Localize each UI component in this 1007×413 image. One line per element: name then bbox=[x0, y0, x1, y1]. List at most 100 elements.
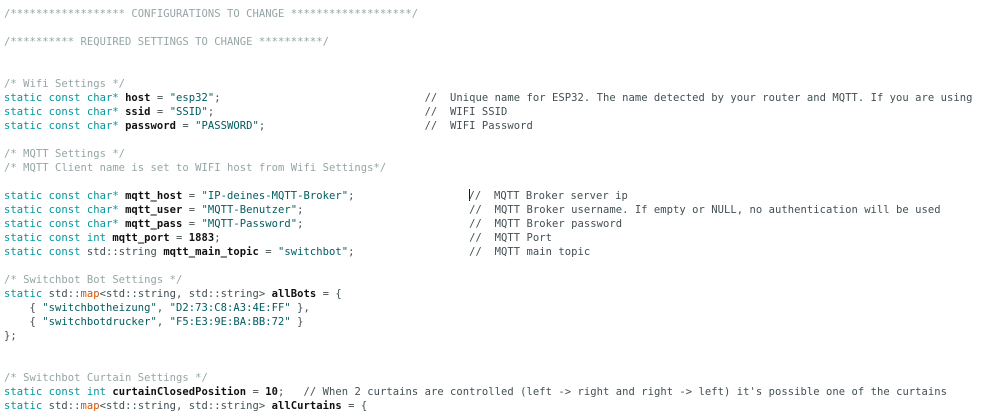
code-segment-str: "switchbotheizung" bbox=[42, 302, 157, 314]
code-line-22[interactable]: { "switchbotheizung", "D2:73:C8:A3:4E:FF… bbox=[0, 301, 1007, 315]
code-segment-pl: = bbox=[258, 246, 279, 258]
code-segment-pl: ; bbox=[297, 218, 304, 230]
code-line-6[interactable]: /* Wifi Settings */ bbox=[0, 77, 1007, 91]
code-segment-c1: /* Wifi Settings */ bbox=[4, 78, 126, 90]
code-segment-pl: std::string bbox=[80, 246, 164, 258]
code-line-21[interactable]: static std::map<std::string, std::string… bbox=[0, 287, 1007, 301]
code-segment-kw: static const char* bbox=[4, 106, 119, 118]
code-line-26[interactable] bbox=[0, 357, 1007, 371]
text-cursor bbox=[469, 189, 471, 201]
code-segment-kw: static const char* bbox=[4, 120, 119, 132]
code-segment-num: 1883 bbox=[188, 232, 215, 244]
code-line-28[interactable]: static const int curtainClosedPosition =… bbox=[0, 385, 1007, 399]
code-segment-kw: static const int bbox=[4, 386, 106, 398]
code-line-9[interactable]: static const char* password = "PASSWORD"… bbox=[0, 119, 1007, 133]
code-segment-c2: // MQTT Broker password bbox=[469, 218, 623, 230]
code-line-24[interactable]: }; bbox=[0, 329, 1007, 343]
code-segment-id: mqtt_pass bbox=[125, 218, 183, 230]
code-line-7[interactable]: static const char* host = "esp32"; // Un… bbox=[0, 91, 1007, 105]
code-segment-c2: // MQTT main topic bbox=[469, 246, 591, 258]
code-segment-c1: /* Switchbot Curtain Settings */ bbox=[4, 372, 208, 384]
code-line-23[interactable]: { "switchbotdrucker", "F5:E3:9E:BA:BB:72… bbox=[0, 315, 1007, 329]
code-line-2[interactable] bbox=[0, 21, 1007, 35]
code-segment-kw: static const char* bbox=[4, 190, 119, 202]
code-segment-pl: ; bbox=[214, 232, 221, 244]
code-line-10[interactable] bbox=[0, 133, 1007, 147]
code-segment-pl: ; bbox=[214, 92, 221, 104]
code-segment-c2: // WIFI Password bbox=[424, 120, 533, 132]
code-line-1[interactable]: /****************** CONFIGURATIONS TO CH… bbox=[0, 7, 1007, 21]
code-line-25[interactable] bbox=[0, 343, 1007, 357]
code-line-27[interactable]: /* Switchbot Curtain Settings */ bbox=[0, 371, 1007, 385]
code-line-11[interactable]: /* MQTT Settings */ bbox=[0, 147, 1007, 161]
code-segment-c1: /****************** CONFIGURATIONS TO CH… bbox=[4, 8, 419, 20]
code-line-12[interactable]: /* MQTT Client name is set to WIFI host … bbox=[0, 161, 1007, 175]
code-segment-pl: { bbox=[4, 302, 43, 314]
code-segment-str: "IP-deines-MQTT-Broker" bbox=[201, 190, 349, 202]
code-segment-kw: static const char* bbox=[4, 204, 119, 216]
code-segment-pl bbox=[303, 218, 469, 230]
code-segment-pl: std:: bbox=[42, 400, 81, 412]
code-segment-pl: = bbox=[182, 218, 202, 230]
code-segment-c2: // When 2 curtains are controlled (left … bbox=[303, 386, 948, 398]
code-segment-c1: /* Switchbot Bot Settings */ bbox=[4, 274, 183, 286]
code-line-17[interactable]: static const int mqtt_port = 1883; // MQ… bbox=[0, 231, 1007, 245]
code-line-4[interactable] bbox=[0, 49, 1007, 63]
code-line-13[interactable] bbox=[0, 175, 1007, 189]
code-segment-pl bbox=[221, 232, 470, 244]
code-line-3[interactable]: /********** REQUIRED SETTINGS TO CHANGE … bbox=[0, 35, 1007, 49]
code-segment-id: password bbox=[125, 120, 177, 132]
code-segment-pl: ; bbox=[258, 120, 266, 132]
code-segment-c2: // MQTT Port bbox=[469, 232, 553, 244]
code-segment-kw: static const int bbox=[4, 232, 106, 244]
code-segment-kw: static const char* bbox=[4, 92, 119, 104]
code-segment-pl: = bbox=[150, 106, 170, 118]
code-segment-str: "PASSWORD" bbox=[195, 120, 259, 132]
code-segment-id: mqtt_port bbox=[112, 232, 170, 244]
code-segment-c1: /* MQTT Settings */ bbox=[4, 148, 126, 160]
code-segment-id: ssid bbox=[125, 106, 151, 118]
code-line-8[interactable]: static const char* ssid = "SSID"; // WIF… bbox=[0, 105, 1007, 119]
code-segment-str: "switchbot" bbox=[278, 246, 349, 258]
code-line-14[interactable]: static const char* mqtt_host = "IP-deine… bbox=[0, 189, 1007, 203]
code-segment-pl: = bbox=[150, 92, 170, 104]
code-segment-pl: }; bbox=[4, 330, 17, 342]
code-segment-str: "F5:E3:9E:BA:BB:72" bbox=[169, 316, 291, 328]
code-segment-id: allBots bbox=[271, 288, 317, 300]
code-segment-str: "esp32" bbox=[169, 92, 215, 104]
code-segment-c2: // WIFI SSID bbox=[424, 106, 508, 118]
code-segment-pl: , bbox=[156, 302, 170, 314]
code-segment-c2: // MQTT Broker server ip bbox=[468, 190, 628, 202]
code-segment-pl: = { bbox=[341, 400, 368, 412]
code-line-20[interactable]: /* Switchbot Bot Settings */ bbox=[0, 273, 1007, 287]
code-segment-pl: <std::string, std::string> bbox=[99, 288, 272, 300]
code-segment-pl: = bbox=[182, 204, 202, 216]
code-segment-num: 10 bbox=[265, 386, 279, 398]
code-line-19[interactable] bbox=[0, 259, 1007, 273]
code-segment-pl: ; bbox=[348, 246, 355, 258]
code-segment-pl bbox=[265, 120, 424, 132]
code-line-18[interactable]: static const std::string mqtt_main_topic… bbox=[0, 245, 1007, 259]
code-segment-id: host bbox=[125, 92, 151, 104]
code-segment-id: mqtt_main_topic bbox=[163, 246, 259, 258]
code-segment-kw: static const bbox=[4, 246, 81, 258]
code-segment-pl: ; bbox=[207, 106, 215, 118]
code-segment-pl: std:: bbox=[42, 288, 81, 300]
code-line-16[interactable]: static const char* mqtt_pass = "MQTT-Pas… bbox=[0, 217, 1007, 231]
code-segment-id: allCurtains bbox=[271, 400, 342, 412]
code-segment-pl: ; bbox=[278, 386, 285, 398]
code-segment-pl: ; bbox=[297, 204, 304, 216]
code-segment-c2: // MQTT Broker username. If empty or NUL… bbox=[469, 204, 941, 216]
code-segment-c1: /********** REQUIRED SETTINGS TO CHANGE … bbox=[4, 36, 329, 48]
code-segment-str: "MQTT-Password" bbox=[201, 218, 298, 230]
code-segment-pl: ; bbox=[348, 190, 355, 202]
code-line-5[interactable] bbox=[0, 63, 1007, 77]
code-segment-pl: = bbox=[246, 386, 266, 398]
code-line-29[interactable]: static std::map<std::string, std::string… bbox=[0, 399, 1007, 413]
code-segment-pl: } bbox=[290, 316, 304, 328]
code-segment-str: "SSID" bbox=[169, 106, 208, 118]
code-segment-pl: = bbox=[182, 190, 202, 202]
code-segment-c2: // Unique name for ESP32. The name detec… bbox=[424, 92, 973, 104]
code-line-15[interactable]: static const char* mqtt_user = "MQTT-Ben… bbox=[0, 203, 1007, 217]
